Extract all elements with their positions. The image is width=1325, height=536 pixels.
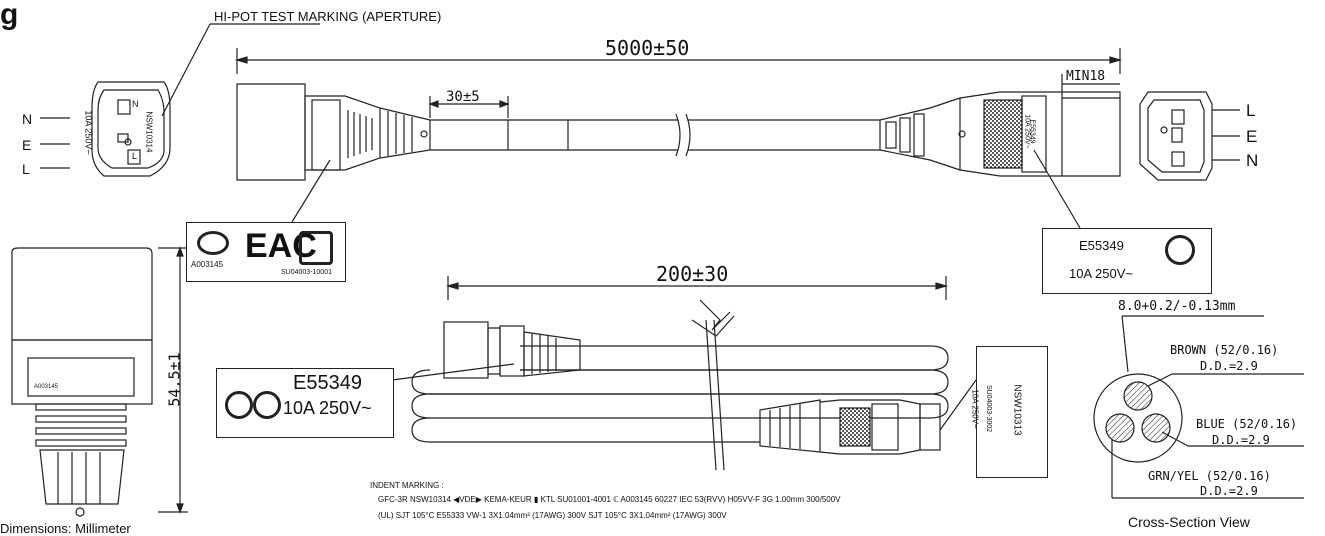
c13-top-rating: 10A 250V~ bbox=[1023, 114, 1031, 149]
plug-side-body bbox=[11, 247, 153, 341]
hipot-callout: HI-POT TEST MARKING (APERTURE) bbox=[214, 9, 442, 24]
left-pin-n: N bbox=[22, 111, 33, 127]
total-length-dim: 5000±50 bbox=[605, 36, 690, 60]
bundle-length-dim: 200±30 bbox=[656, 262, 729, 286]
face-pin-n: N bbox=[132, 99, 139, 109]
csa-rating: 10A 250V~ bbox=[1069, 266, 1133, 281]
ul-mark-icon bbox=[253, 391, 281, 419]
c13-side-label: NSW10313 SU04003-3002 10A 250V~ bbox=[971, 346, 1048, 478]
c13-side-kc: SU04003-3002 bbox=[985, 384, 993, 433]
right-pin-e: E bbox=[1246, 127, 1258, 146]
ul-file: E55349 bbox=[293, 372, 362, 394]
indent-line-2: (UL) SJT 105°C E55333 VW-1 3X1.04mm² (17… bbox=[378, 511, 727, 520]
left-pin-l: L bbox=[22, 161, 30, 177]
ccc-code: A003145 bbox=[191, 260, 224, 269]
csa-mark-icon bbox=[1165, 235, 1195, 265]
cable-cross-section bbox=[1093, 373, 1183, 463]
eac-mark-icon: EAC bbox=[245, 227, 317, 265]
csa-mark-icon bbox=[225, 391, 253, 419]
min18-dim: MIN18 bbox=[1066, 69, 1106, 84]
kc-code: SU04003-10001 bbox=[281, 269, 332, 276]
c13-face-outline bbox=[1139, 91, 1213, 181]
indent-line-1: GFC-3R NSW10314 ◀VDE▶ KEMA-KEUR ▮ KTL SU… bbox=[378, 495, 841, 504]
blue-label: BLUE (52/0.16) bbox=[1196, 417, 1298, 431]
c13-side-code: NSW10313 bbox=[1011, 384, 1023, 436]
left-pin-e: E bbox=[22, 137, 32, 153]
ccc-mark-icon bbox=[197, 231, 229, 255]
gy-label: GRN/YEL (52/0.16) bbox=[1148, 469, 1271, 483]
brown-label: BROWN (52/0.16) bbox=[1170, 343, 1279, 357]
indent-heading: INDENT MARKING : bbox=[370, 481, 444, 490]
ul-rating: 10A 250V~ bbox=[283, 398, 372, 418]
units-note: Dimensions: Millimeter bbox=[0, 521, 131, 536]
ul-label: E55349 10A 250V~ bbox=[216, 368, 394, 438]
c13-side-rating: 10A 250V~ bbox=[970, 389, 980, 429]
plug-cert-label: A003145 EAC SU04003-10001 bbox=[186, 222, 346, 282]
face-code: NSW10314 bbox=[144, 111, 154, 153]
cable-od: 8.0+0.2/-0.13mm bbox=[1118, 299, 1236, 314]
cross-section-caption: Cross-Section View bbox=[1128, 514, 1250, 530]
csa-file: E55349 bbox=[1079, 238, 1124, 253]
face-pin-l: L bbox=[132, 151, 138, 161]
strip-length-dim: 30±5 bbox=[446, 89, 480, 105]
face-rating: 10A 250V~ bbox=[83, 110, 94, 155]
gy-od: D.D.=2.9 bbox=[1200, 484, 1258, 498]
right-pin-l: L bbox=[1246, 101, 1256, 120]
kc-mark-icon bbox=[299, 231, 333, 265]
plug-side-code: A003145 bbox=[34, 384, 59, 390]
plug-face-outline bbox=[91, 81, 171, 177]
hipot-leader bbox=[161, 23, 320, 117]
right-pin-n: N bbox=[1246, 151, 1259, 170]
csa-label: E55349 10A 250V~ bbox=[1042, 228, 1212, 294]
brown-od: D.D.=2.9 bbox=[1200, 359, 1258, 373]
blue-od: D.D.=2.9 bbox=[1212, 433, 1270, 447]
height-dim: 54.5±1 bbox=[165, 352, 184, 407]
plug-body bbox=[236, 83, 306, 181]
title-fragment: g bbox=[0, 0, 19, 31]
